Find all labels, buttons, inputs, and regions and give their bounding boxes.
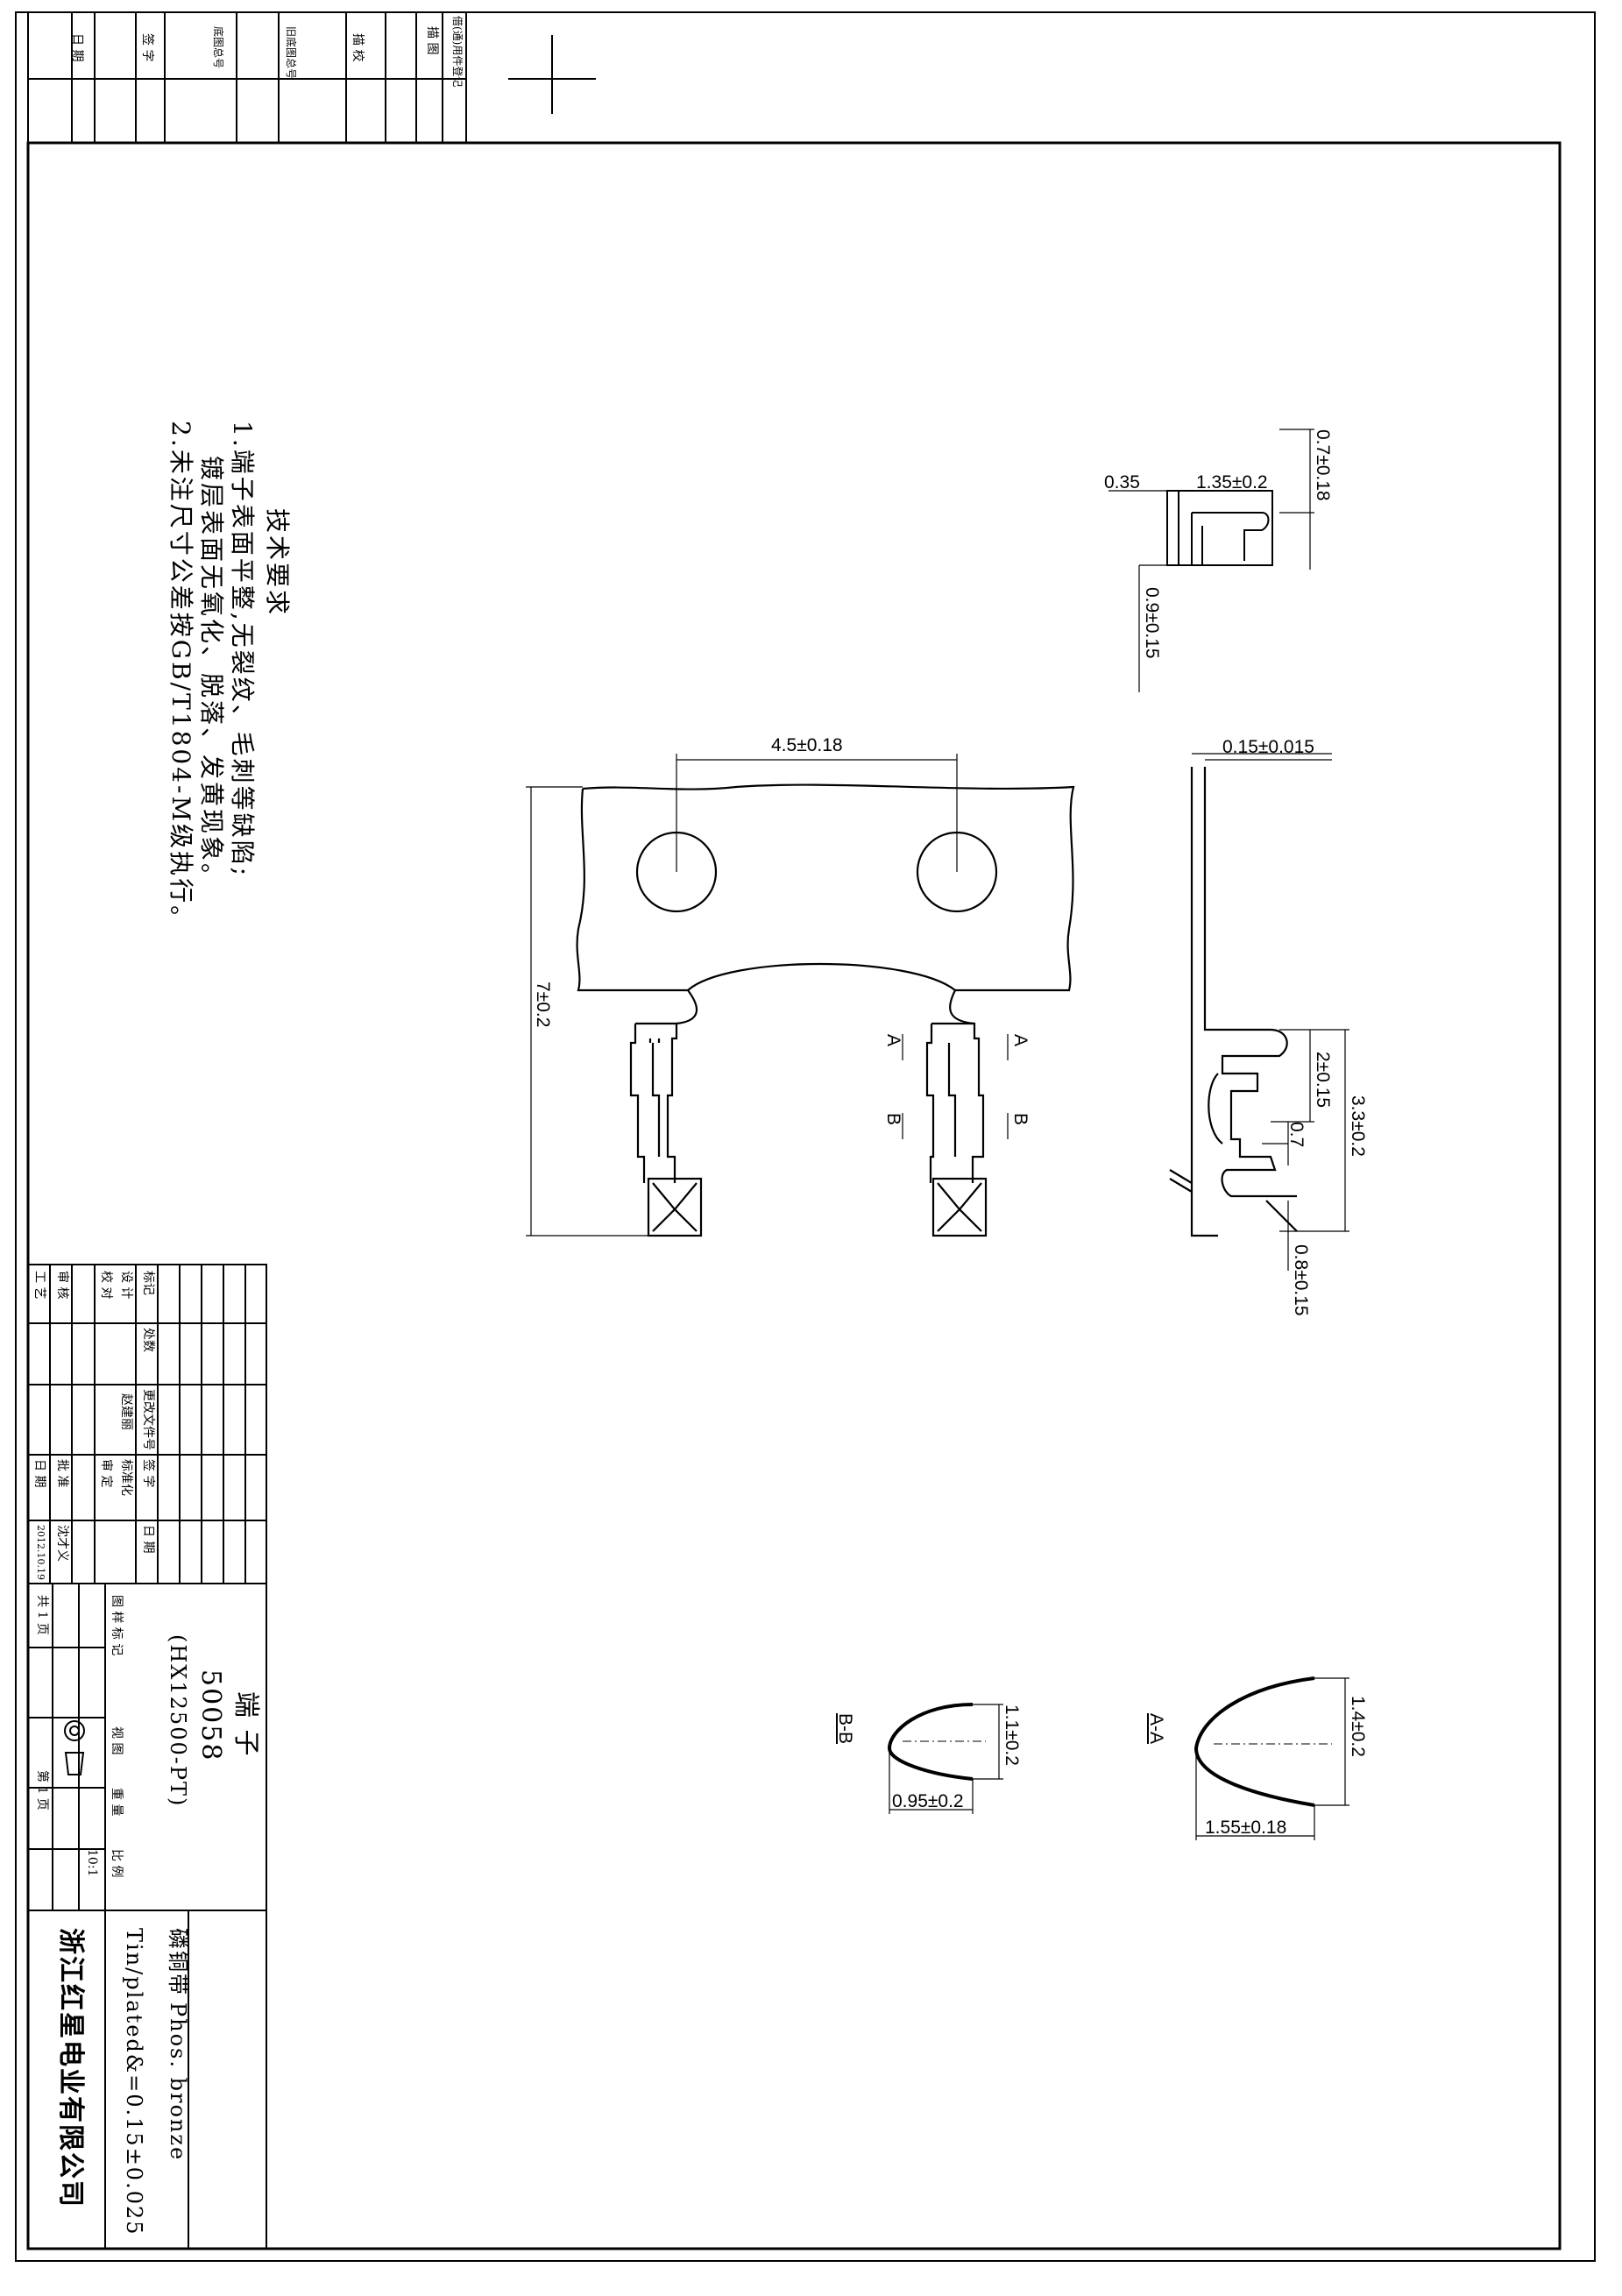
title-block-grid: [27, 1264, 267, 2250]
tb-r3c: 审 定: [99, 1459, 113, 1488]
main-view-dims: [526, 754, 1009, 1237]
section-b-b: [887, 1703, 1003, 1814]
dim-7: 7±0.2: [533, 981, 553, 1028]
side-c1: 借(通)用件登记: [451, 16, 464, 88]
side-c2: 描 校: [351, 33, 365, 62]
tb-designer: 赵建丽: [119, 1393, 133, 1430]
note-line-1b: 镀层表面无氧化、脱落、发黄现象。: [197, 456, 226, 891]
tb-r2c: 标准化: [119, 1459, 133, 1496]
dim-1-35: 1.35±0.2: [1196, 472, 1268, 493]
side-c4: 底图总号: [212, 26, 224, 69]
tb-r1c: 更改文件号: [141, 1389, 155, 1450]
tb-scale: 10:1: [85, 1849, 99, 1877]
main-view: [576, 783, 1075, 1237]
tb-weight: 重 量: [110, 1788, 124, 1817]
tb-r1e: 日 期: [141, 1525, 155, 1554]
tb-r5: 工 艺: [32, 1271, 46, 1300]
tb-sheets-total: 共 1 页: [35, 1595, 49, 1635]
tb-date: 2012.10.19: [35, 1525, 46, 1580]
dim-2: 2±0.15: [1313, 1052, 1333, 1109]
notes-title: 技术要求: [263, 508, 292, 618]
tb-sheet-current: 第 1 页: [35, 1770, 49, 1811]
projection-symbol-circle-icon: [64, 1720, 85, 1741]
dim-0-9: 0.9±0.15: [1142, 587, 1162, 659]
tb-r4: 审 核: [55, 1271, 69, 1300]
section-label-b-right: B: [1010, 1113, 1031, 1126]
part-name: 端 子: [230, 1691, 261, 1758]
dim-1-1: 1.1±0.2: [1002, 1704, 1022, 1766]
plating: Tin/plated&=0.15±0.025: [122, 1928, 146, 2236]
dim-0-7-top: 0.7±0.18: [1313, 429, 1333, 501]
section-title-a-a: A-A: [1146, 1713, 1166, 1745]
dim-0-8: 0.8±0.15: [1291, 1244, 1311, 1316]
end-view: [1166, 490, 1273, 566]
tb-approver: 沈才义: [55, 1525, 69, 1562]
tb-r1d: 签 字: [141, 1459, 155, 1488]
tb-r4c: 批 准: [55, 1459, 69, 1488]
tb-r5c: 日 期: [32, 1459, 46, 1488]
sheet-border: [15, 11, 1596, 2262]
dim-1-55: 1.55±0.18: [1205, 1818, 1287, 1838]
projection-symbol-inner-icon: [69, 1726, 80, 1736]
tb-r1: 标记: [141, 1271, 155, 1295]
side-c5: 签 字: [140, 33, 154, 62]
section-label-b-left: B: [883, 1113, 903, 1126]
dim-4-5: 4.5±0.18: [771, 735, 843, 755]
tb-scale-label: 比 例: [110, 1849, 124, 1878]
dim-0-35: 0.35: [1104, 472, 1140, 493]
side-c1b: 描 图: [425, 26, 439, 55]
dim-3-3: 3.3±0.2: [1348, 1095, 1368, 1157]
tb-view: 视 图: [110, 1726, 124, 1755]
side-record-grid: [27, 12, 467, 143]
side-view-dims: [1192, 753, 1349, 1271]
dim-0-95: 0.95±0.2: [892, 1791, 964, 1811]
note-line-2: 2.未注尺寸公差按GB/T1804-M级执行。: [166, 421, 195, 933]
company-name: 浙江红星电业有限公司: [55, 1928, 86, 2208]
dim-0-7: 0.7: [1286, 1122, 1307, 1148]
tb-marker: 图 样 标 记: [110, 1595, 124, 1656]
section-label-a-left: A: [883, 1034, 903, 1047]
end-view-dims: [1108, 429, 1314, 692]
tb-r3: 校 对: [99, 1271, 113, 1300]
drawing-code: (HX12500-PT): [166, 1634, 190, 1808]
section-title-b-b: B-B: [835, 1713, 855, 1745]
drawing-frame: [26, 141, 1562, 2250]
dim-1-4: 1.4±0.2: [1348, 1696, 1368, 1757]
side-c3: 旧底图总号: [285, 26, 297, 80]
material-cn: 磷铜带: [166, 1928, 190, 1996]
section-a-a: [1193, 1676, 1349, 1840]
note-line-1: 1.端子表面平整,无裂纹、毛刺等缺陷;: [228, 421, 257, 879]
dim-0-15: 0.15±0.015: [1222, 737, 1314, 757]
side-view: [1169, 767, 1298, 1237]
projection-symbol-cone-icon: [64, 1752, 85, 1775]
tb-r1b: 处数: [141, 1328, 155, 1352]
side-c6: 日 期: [70, 33, 84, 62]
section-label-a-right: A: [1010, 1034, 1031, 1047]
material-en: Phos. bronze: [166, 2002, 190, 2162]
tb-r2: 设 计: [119, 1271, 133, 1300]
part-number: 50058: [195, 1669, 226, 1762]
